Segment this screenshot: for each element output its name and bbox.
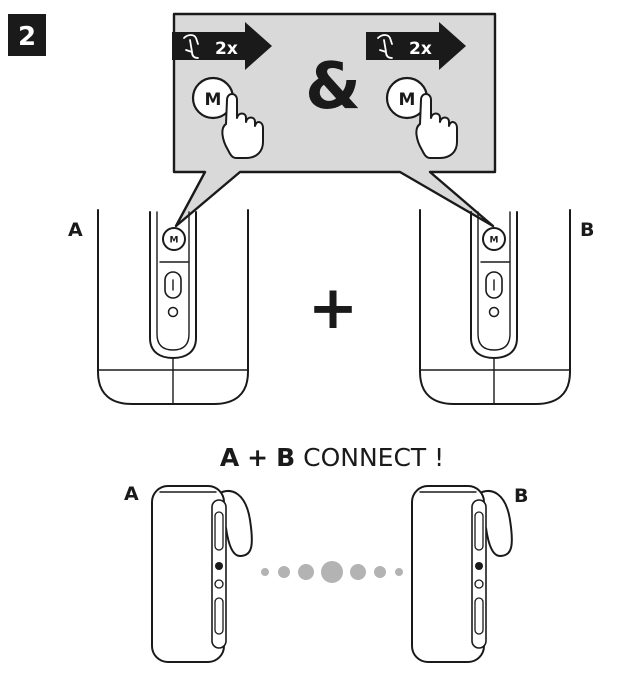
bottom-label-a: A [124,483,139,505]
speaker-a-m-button [162,227,186,251]
pointing-hand-icon-right [415,93,458,159]
speaker-b-power-button [485,271,503,299]
connect-b: B [276,443,295,472]
speaker-a-side-button-4 [214,597,224,635]
speaker-a-side-button-2 [215,562,223,570]
and-symbol: & [305,50,361,124]
speaker-a-closeup: M A [68,209,249,405]
speaker-b-led [488,306,500,318]
speaker-a-led [167,306,179,318]
dot-1 [261,568,269,576]
callout-bubble: 2x M & 2x M [172,12,497,228]
speaker-a-strip-inner [156,211,190,351]
tap-gesture-icon [377,34,393,59]
pointing-hand-icon-left [221,93,264,159]
speaker-b-side: B [411,485,528,663]
press-count-right: 2x [409,39,432,59]
speaker-b-body [419,209,571,405]
speaker-a-side-button-3 [214,579,224,589]
m-button-right: M [385,76,429,120]
speaker-a-side-strip [211,499,227,649]
speaker-a-m-button-label: M [170,236,179,246]
step-badge: 2 [8,14,46,56]
dot-3 [298,564,314,580]
bottom-label-b: B [514,485,528,507]
speaker-b-strap [477,490,513,557]
m-button-left-label: M [205,90,222,110]
step-badge-box [8,14,46,56]
speaker-b-closeup: M B [419,209,594,405]
speaker-a-label: A [68,219,83,241]
speaker-a-power-button [164,271,182,299]
speaker-b-side-strip [471,499,487,649]
speaker-b-side-button-1 [474,511,484,551]
m-button-right-label: M [399,90,416,110]
callout-shape [172,12,497,228]
connect-heading: A+ B CONNECT ! [220,443,444,472]
speaker-b-m-button [482,227,506,251]
dot-6 [374,566,386,578]
speaker-a-side-button-1 [214,511,224,551]
speaker-b-side-button-3 [474,579,484,589]
tap-gesture-icon [183,34,199,59]
connection-dots [261,561,403,583]
speaker-a-button-strip [149,211,197,359]
press-twice-arrow-left: 2x [172,22,272,70]
speaker-a-side: A [124,483,253,663]
plus-symbol: + [308,273,358,343]
speaker-b-label: B [580,219,594,241]
dot-4 [321,561,343,583]
dot-7 [395,568,403,576]
speaker-b-side-button-4 [474,597,484,635]
speaker-b-button-strip [470,211,518,359]
speaker-b-m-button-label: M [490,236,499,246]
dot-5 [350,564,366,580]
dot-2 [278,566,290,578]
step-number: 2 [18,22,36,52]
connect-a: A [220,443,240,472]
connect-plus: + [247,443,268,472]
press-count-left: 2x [215,39,238,59]
connect-text: CONNECT ! [295,443,444,472]
speaker-a-strap [217,490,253,557]
speaker-b-strip-inner [477,211,511,351]
speaker-b-side-button-2 [475,562,483,570]
press-twice-arrow-right: 2x [366,22,466,70]
